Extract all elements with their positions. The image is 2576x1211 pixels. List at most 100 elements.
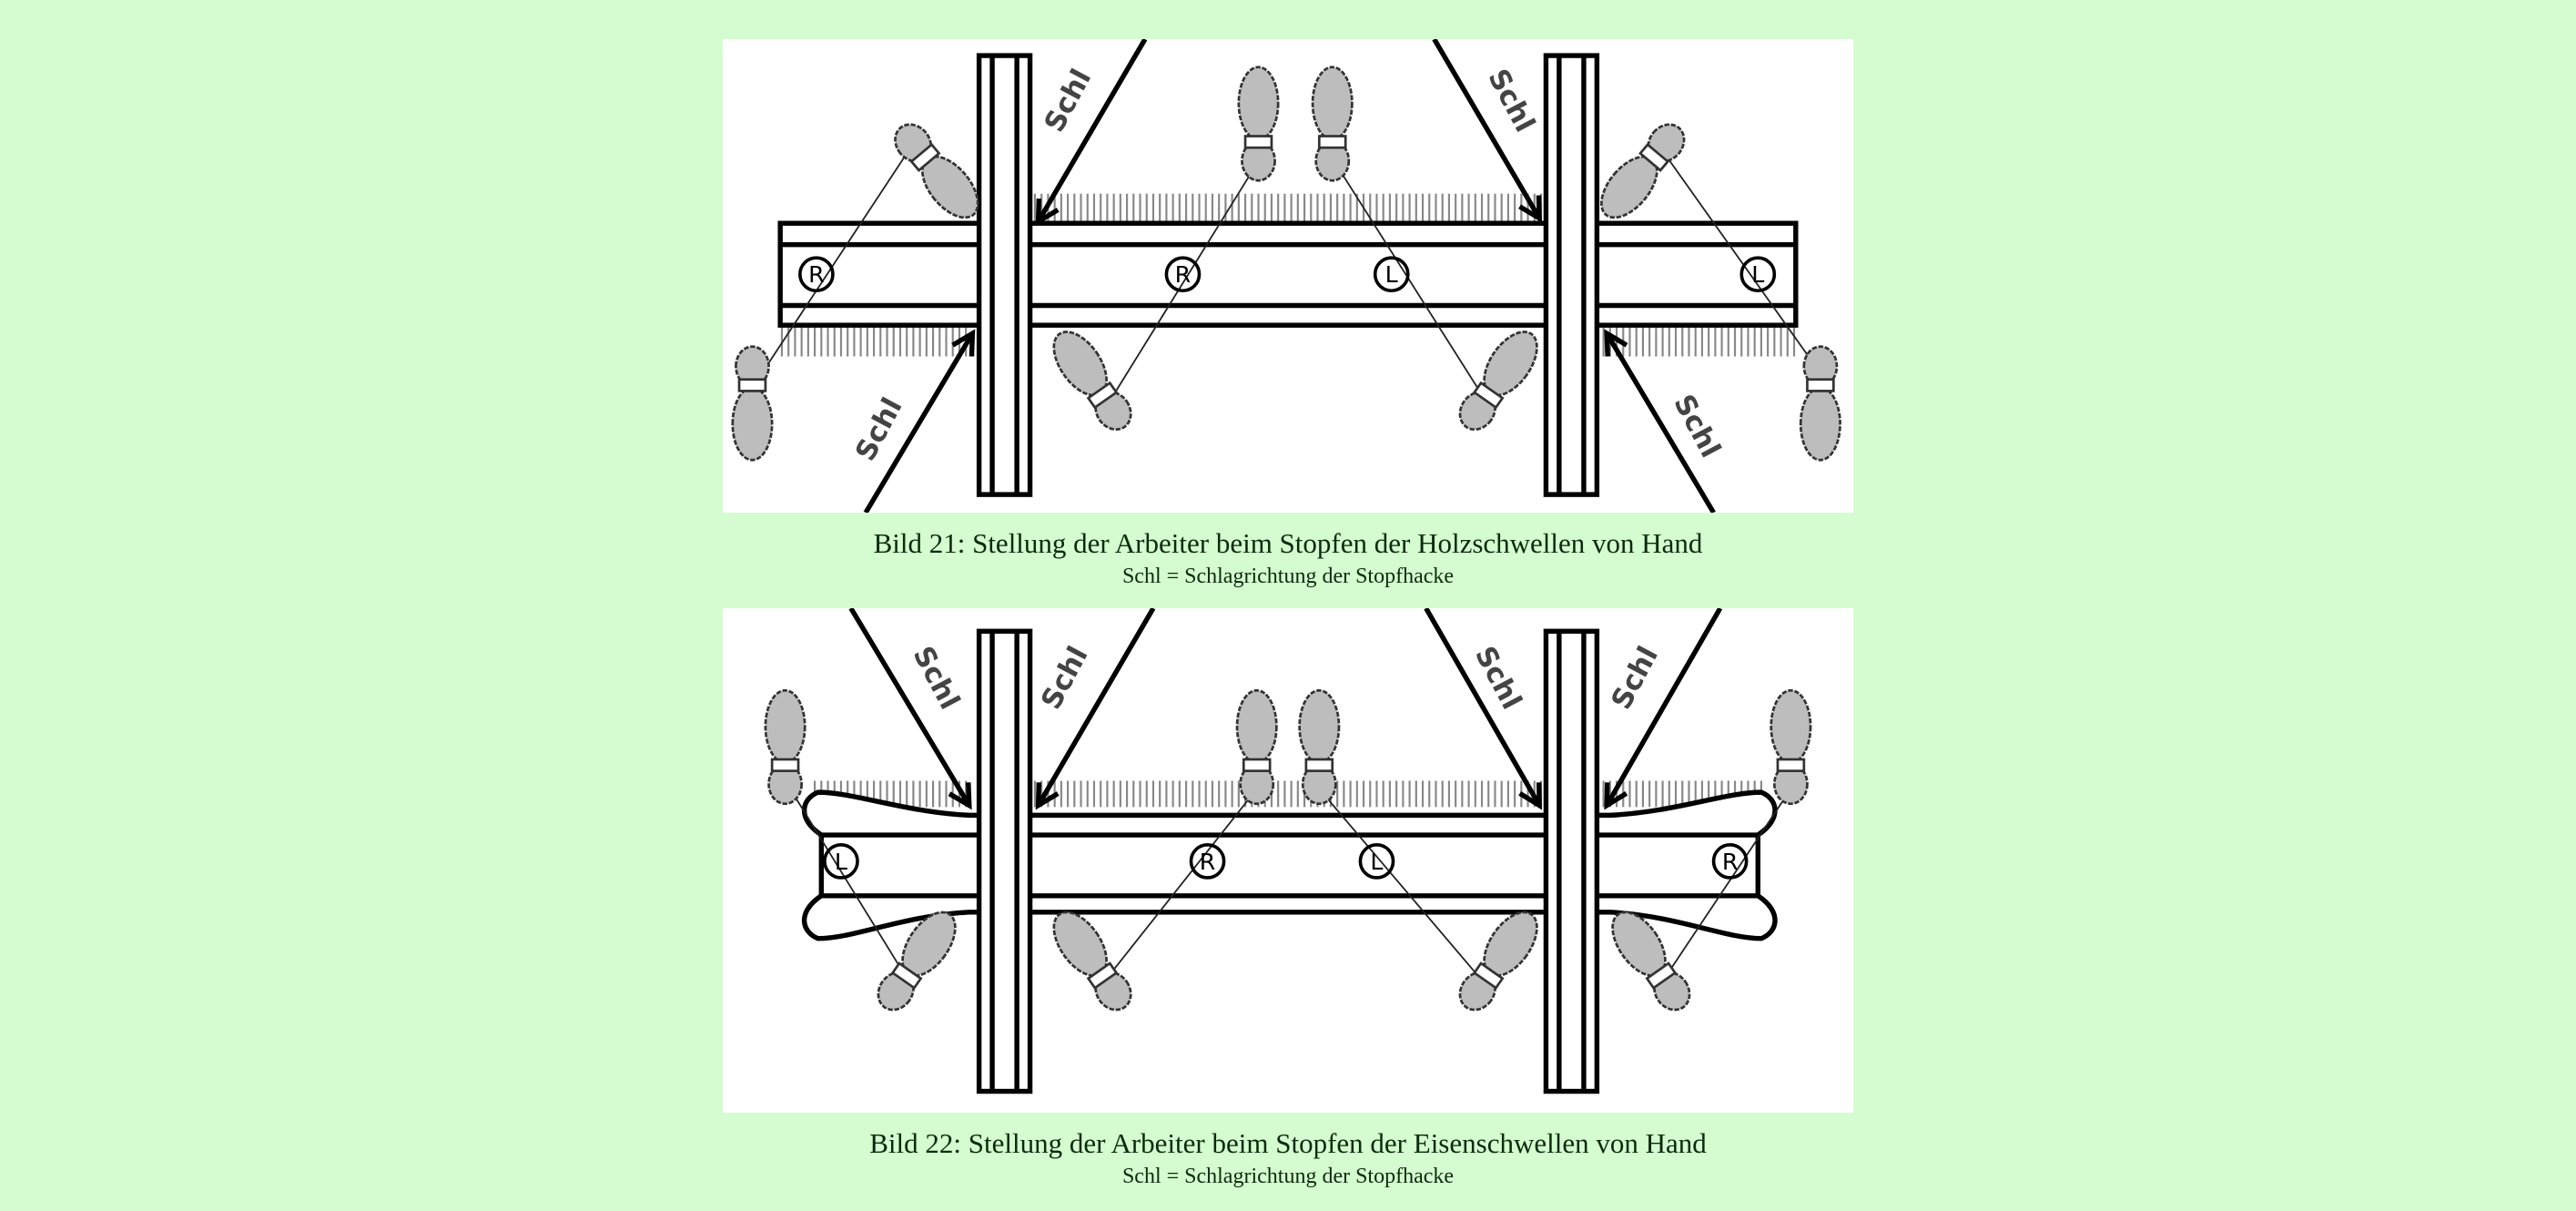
worker-line	[1318, 788, 1488, 987]
shoe-heel	[767, 763, 804, 806]
rail	[1543, 628, 1600, 1094]
shoe-band	[1472, 381, 1505, 410]
shoe-sole	[1611, 911, 1667, 977]
marker-circle	[1373, 256, 1410, 293]
shoe-sole	[1311, 66, 1354, 141]
marker-label: R	[808, 261, 825, 288]
arrow-shaft	[1604, 608, 1723, 807]
shoe-heel	[1301, 763, 1337, 806]
arrow-head	[1518, 782, 1543, 810]
strike-direction-arrow: Schl	[1035, 39, 1148, 227]
shoe-sole	[1483, 331, 1538, 397]
strike-direction-arrow: Schl	[1432, 39, 1543, 223]
shoe-band	[737, 378, 767, 392]
worker-line	[784, 780, 913, 987]
marker-label: L	[835, 849, 847, 875]
arrow-head	[1035, 198, 1060, 227]
marker-circle	[798, 256, 835, 293]
shoe-band	[1638, 142, 1670, 172]
arrow-head	[1604, 329, 1628, 357]
shoe-sole	[920, 155, 979, 219]
arrow-label: Schl	[1039, 64, 1098, 137]
shoe-heel	[735, 345, 770, 388]
arrow-shaft	[848, 608, 972, 807]
marker-label: R	[1200, 849, 1216, 875]
shoe-sole	[901, 911, 957, 977]
shoe-band	[1242, 758, 1272, 773]
shoe-icon	[731, 345, 774, 462]
worker-line	[1658, 789, 1792, 987]
arrow-shaft	[1036, 608, 1156, 807]
shoe-band	[909, 142, 941, 172]
marker-label: L	[1370, 849, 1383, 875]
marker-circle	[1739, 256, 1777, 293]
shoe-heel	[1241, 139, 1276, 182]
strike-direction-arrow: Schl	[1604, 329, 1726, 513]
position-marker: R	[1711, 843, 1749, 880]
shoe-icon	[1052, 911, 1132, 1012]
shoe-band	[1645, 962, 1678, 990]
shoe-sole	[1799, 386, 1841, 462]
figure-22-legend: Schl = Schlagrichtung der Stopfhacke	[1121, 1165, 1455, 1188]
shoe-icon	[1298, 688, 1341, 806]
position-marker: R	[1164, 256, 1202, 293]
position-marker: R	[798, 256, 835, 293]
position-marker: R	[1189, 843, 1226, 880]
figure-22-iron-sleeper-diagram: L R L R Schl Schl Schl Schl	[723, 608, 1853, 1113]
shoe-sole	[764, 688, 806, 764]
marker-label: L	[1385, 261, 1398, 288]
position-marker: L	[1739, 256, 1777, 293]
arrow-label: Schl	[1468, 641, 1527, 715]
rail-outline	[1543, 53, 1600, 497]
arrow-shaft	[1432, 39, 1542, 220]
shoe-band	[1086, 962, 1119, 990]
strike-direction-arrow: Schl	[1604, 608, 1723, 810]
rail	[976, 628, 1033, 1094]
shoe-sole	[1052, 331, 1108, 397]
arrow-shaft	[1424, 608, 1542, 807]
shoe-band	[1086, 381, 1119, 410]
marker-circle	[1711, 843, 1749, 880]
shoe-icon	[894, 123, 979, 219]
strike-direction-arrow: Schl	[848, 608, 972, 810]
arrow-head	[1518, 195, 1543, 223]
position-marker: L	[823, 843, 859, 880]
arrow-shaft	[1036, 39, 1148, 223]
sleeper	[777, 220, 1799, 328]
shoe-heel	[1314, 139, 1351, 182]
shoe-heel	[1772, 763, 1809, 806]
figure-21-caption: Bild 21: Stellung der Arbeiter beim Stop…	[873, 527, 1703, 559]
arrow-shaft	[863, 331, 975, 513]
shoe-sole	[1237, 66, 1280, 141]
shoe-band	[1776, 758, 1806, 773]
shoe-icon	[1600, 123, 1686, 219]
shoe-heel	[1802, 345, 1839, 388]
strike-direction-arrow: Schl	[1035, 608, 1156, 810]
arrow-label: Schl	[1481, 64, 1540, 137]
ballast-hatching	[1033, 780, 1543, 808]
shoe-icon	[1458, 331, 1538, 431]
arrow-head	[951, 329, 976, 357]
shoe-heel	[1239, 763, 1275, 806]
worker-line	[1108, 155, 1263, 403]
shoe-band	[1472, 962, 1505, 990]
shoe-icon	[1237, 66, 1280, 182]
shoe-sole	[1483, 911, 1538, 977]
shoe-sole	[1600, 155, 1658, 219]
shoe-sole	[731, 386, 774, 462]
shoe-band	[1317, 135, 1347, 149]
marker-label: R	[1175, 261, 1192, 288]
shoe-band	[770, 758, 800, 773]
rail	[976, 53, 1033, 497]
position-marker: L	[1358, 843, 1395, 880]
ballast-hatching	[1033, 193, 1543, 222]
shoe-icon	[1052, 331, 1132, 431]
arrow-label: Schl	[907, 641, 966, 715]
ballast-hatching	[780, 326, 968, 357]
worker-line	[757, 150, 909, 379]
rail-outline	[976, 628, 1033, 1094]
shoe-icon	[1611, 911, 1691, 1012]
arrow-head	[1035, 782, 1060, 810]
rail-outline	[1543, 628, 1600, 1094]
